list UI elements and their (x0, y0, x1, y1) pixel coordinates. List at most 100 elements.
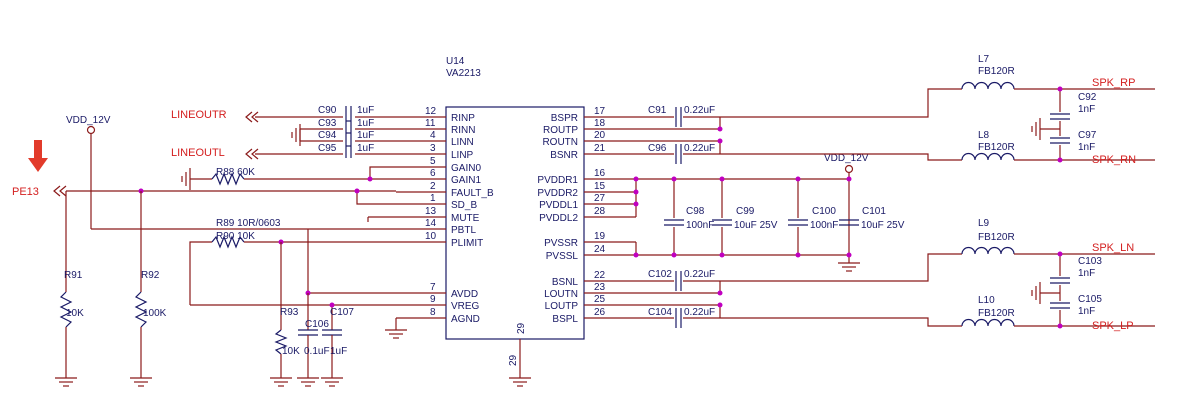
l8-ref: L8 (978, 130, 990, 141)
r88-label: R88 60K (216, 167, 255, 178)
c104-value: 0.22uF (684, 307, 715, 318)
cap-ref: C90 (318, 105, 337, 116)
c98-value: 100nF (686, 220, 714, 231)
l10-part: FB120R (978, 308, 1015, 319)
l10-ref: L10 (978, 295, 995, 306)
pin-name: BSPR (551, 113, 578, 124)
r92-value: 100K (143, 308, 167, 319)
pin-name: PVSSR (544, 238, 578, 249)
c99-value: 10uF 25V (734, 220, 778, 231)
ic-part: VA2213 (446, 68, 481, 79)
net-spk-rn: SPK_RN (1092, 154, 1136, 166)
pin-num: 10 (425, 231, 437, 242)
r89-label: R89 10R/0603 (216, 218, 281, 229)
pin-num: 8 (430, 307, 436, 318)
ic-ref: U14 (446, 56, 465, 67)
c97-value: 1nF (1078, 142, 1095, 153)
r92-label: R92 (141, 270, 160, 281)
c104-ref: C104 (648, 307, 672, 318)
pin-name: VREG (451, 301, 480, 312)
l7-part: FB120R (978, 66, 1015, 77)
pin-name: PBTL (451, 225, 476, 236)
pin-name: PVDDL1 (539, 200, 578, 211)
pin-name: LINP (451, 150, 474, 161)
ic-right-pin-names: BSPR ROUTP ROUTN BSNR PVDDR1 PVDDR2 PVDD… (537, 113, 578, 325)
pin-name: SD_B (451, 200, 477, 211)
pin-name: GAIN0 (451, 163, 481, 174)
pin-num: 7 (430, 282, 436, 293)
avdd-caps (296, 229, 408, 387)
net-spk-lp: SPK_LP (1092, 320, 1134, 332)
c100-ref: C100 (812, 206, 836, 217)
c107-label: C107 (330, 307, 354, 318)
pin-name: BSNL (552, 277, 579, 288)
c101-value: 10uF 25V (861, 220, 905, 231)
pin-num: 6 (430, 168, 436, 179)
c92-value: 1nF (1078, 104, 1095, 115)
lineout-arrows (245, 111, 259, 160)
pin-name: AGND (451, 314, 480, 325)
pin-num: 2 (430, 181, 436, 192)
ic-left-pin-names: RINP RINN LINN LINP GAIN0 GAIN1 FAULT_B … (451, 113, 494, 325)
pin-num: 9 (430, 294, 436, 305)
pin-name: ROUTN (542, 137, 578, 148)
pin-num: 17 (594, 106, 606, 117)
l7-ref: L7 (978, 54, 990, 65)
pin-name: LOUTN (544, 289, 578, 300)
c100-value: 100nF (810, 220, 838, 231)
c106-label: C106 (305, 319, 329, 330)
red-arrow-icon (28, 140, 48, 172)
pin-num: 5 (430, 156, 436, 167)
r91-label: R91 (64, 270, 83, 281)
pin-name: PVDDR2 (537, 188, 578, 199)
pin-num: 16 (594, 168, 606, 179)
c98-ref: C98 (686, 206, 705, 217)
cap-value: 1uF (357, 105, 374, 116)
ic-body (445, 106, 585, 340)
ic-left-pin-numbers: 12 11 4 3 5 6 2 1 13 14 10 7 9 8 (425, 106, 437, 318)
cap-ref: C94 (318, 130, 337, 141)
c107-value: 1uF (330, 346, 347, 357)
pin-num: 13 (425, 206, 437, 217)
pin-num: 20 (594, 130, 606, 141)
cap-value: 1uF (357, 130, 374, 141)
pin-num: 22 (594, 270, 606, 281)
pin-num: 29 (508, 354, 519, 366)
c96-ref: C96 (648, 143, 667, 154)
pin-name: BSNR (550, 150, 578, 161)
pin-num: 12 (425, 106, 437, 117)
pin-num: 26 (594, 307, 606, 318)
pin-num: 28 (594, 206, 606, 217)
c105-ref: C105 (1078, 294, 1102, 305)
pin-num: 29 (516, 322, 527, 334)
net-spk-rp: SPK_RP (1092, 77, 1135, 89)
c103-value: 1nF (1078, 268, 1095, 279)
net-lineoutr: LINEOUTR (171, 109, 227, 121)
c92-ref: C92 (1078, 92, 1097, 103)
r93-value: 10K (282, 346, 300, 357)
pin-num: 15 (594, 181, 606, 192)
pin-num: 24 (594, 244, 606, 255)
c103-ref: C103 (1078, 256, 1102, 267)
r91-value: 10K (66, 308, 84, 319)
pin-name: PVDDL2 (539, 213, 578, 224)
net-spk-ln: SPK_LN (1092, 242, 1134, 254)
r93-label: R93 (280, 307, 299, 318)
c99-ref: C99 (736, 206, 755, 217)
pin-num: 19 (594, 231, 606, 242)
pin-name: ROUTP (543, 125, 578, 136)
vdd-left-rail (86, 125, 396, 230)
pin-num: 1 (430, 193, 436, 204)
pin-name: RINN (451, 125, 475, 136)
pin-name: AVDD (451, 289, 478, 300)
c91-ref: C91 (648, 105, 667, 116)
net-pe13: PE13 (12, 186, 39, 198)
c91-value: 0.22uF (684, 105, 715, 116)
output-filters (720, 81, 1155, 329)
pin-name: PVDDR1 (537, 175, 578, 186)
pullup-resistors (54, 191, 153, 387)
pe13-line (53, 185, 396, 205)
pin-name: LINN (451, 137, 474, 148)
pin-name: PVSSL (546, 251, 579, 262)
